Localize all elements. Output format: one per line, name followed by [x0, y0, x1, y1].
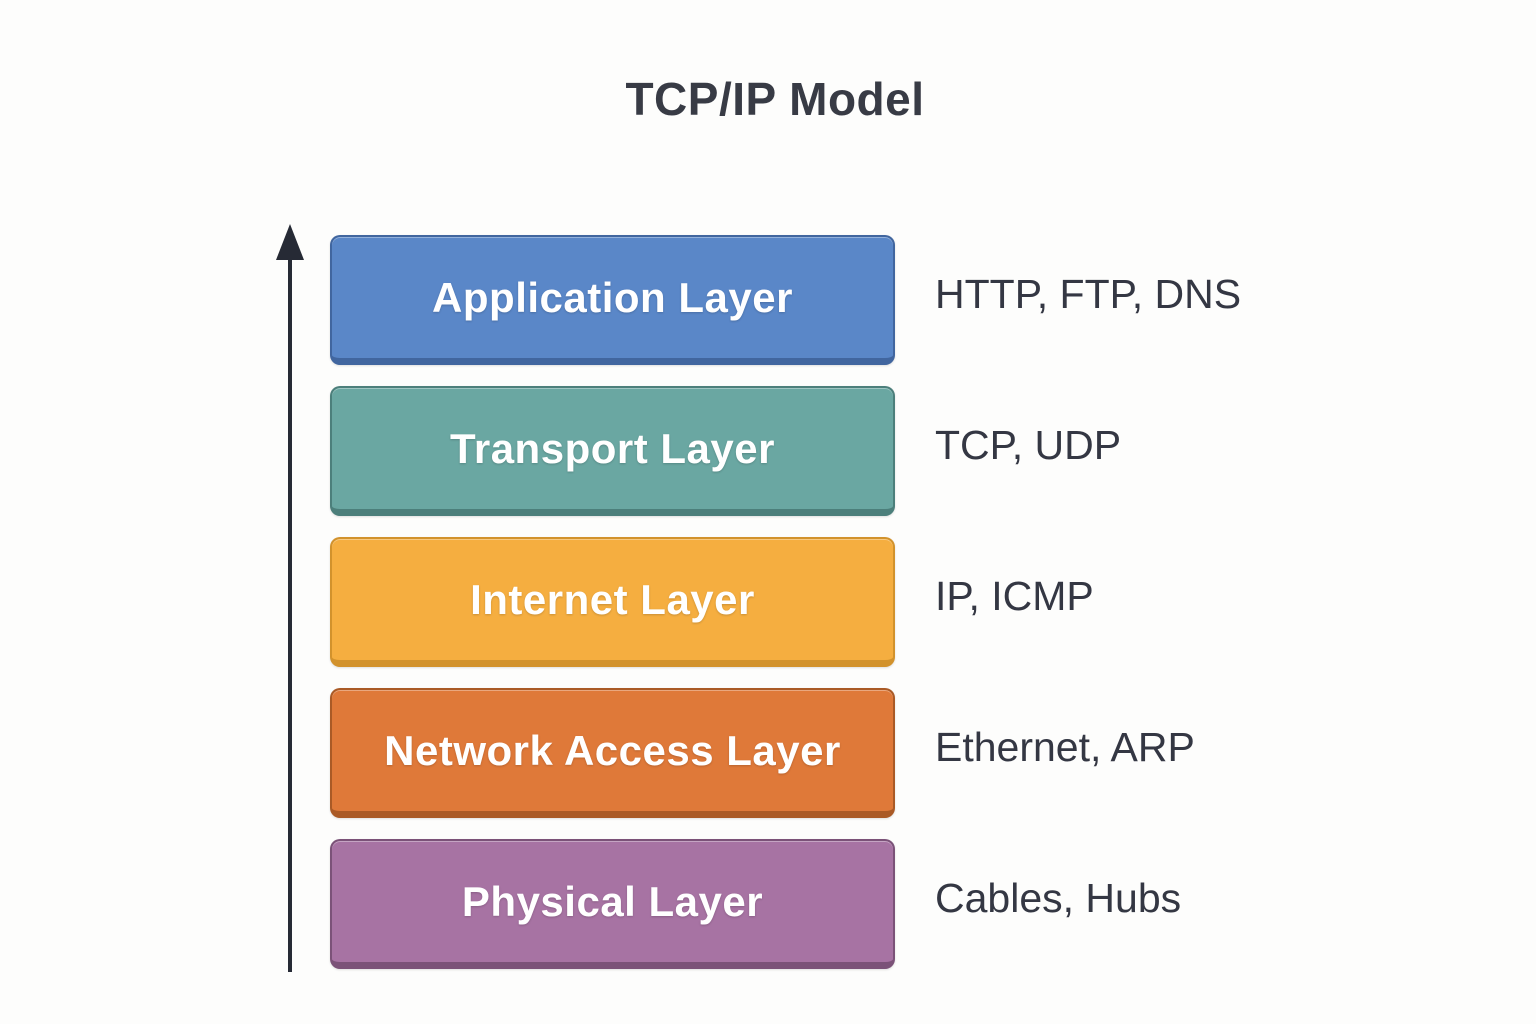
layer-row-internet: Internet Layer IP, ICMP: [330, 537, 1094, 667]
layer-box-network-access: Network Access Layer: [330, 688, 895, 818]
layer-box-physical: Physical Layer: [330, 839, 895, 969]
protocols-internet: IP, ICMP: [935, 572, 1094, 619]
protocols-network-access: Ethernet, ARP: [935, 723, 1195, 770]
layer-label-physical: Physical Layer: [461, 877, 764, 925]
layer-stack: Application Layer HTTP, FTP, DNS Transpo…: [330, 235, 1241, 969]
layer-box-application: Application Layer: [330, 235, 895, 365]
layer-label-internet: Internet Layer: [470, 575, 755, 623]
layer-row-physical: Physical Layer Cables, Hubs: [330, 839, 1181, 969]
layer-box-transport: Transport Layer: [330, 386, 895, 516]
layer-row-application: Application Layer HTTP, FTP, DNS: [330, 235, 1241, 365]
upward-arrow-icon: [268, 222, 312, 978]
layer-label-network-access: Network Access Layer: [384, 726, 841, 774]
protocols-physical: Cables, Hubs: [935, 874, 1182, 921]
layer-label-application: Application Layer: [432, 273, 793, 321]
layer-label-transport: Transport Layer: [450, 424, 775, 472]
diagram-title: TCP/IP Model: [625, 73, 925, 125]
layer-box-internet: Internet Layer: [330, 537, 895, 667]
layer-row-network-access: Network Access Layer Ethernet, ARP: [330, 688, 1195, 818]
protocols-transport: TCP, UDP: [935, 421, 1122, 468]
protocols-application: HTTP, FTP, DNS: [935, 270, 1242, 317]
layer-row-transport: Transport Layer TCP, UDP: [330, 386, 1121, 516]
